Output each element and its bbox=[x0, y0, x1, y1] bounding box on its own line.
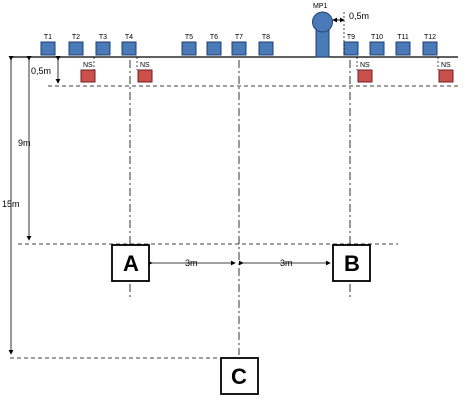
sensor-t12: T12 bbox=[422, 34, 438, 56]
sensor-box bbox=[395, 41, 411, 56]
ns-box-t4: NS bbox=[137, 62, 153, 83]
ns-label: NS bbox=[360, 62, 370, 69]
ns-box bbox=[137, 69, 153, 83]
ns-label: NS bbox=[83, 62, 93, 69]
sensor-box bbox=[95, 41, 111, 56]
ns-box bbox=[80, 69, 96, 83]
sensor-box bbox=[121, 41, 137, 56]
sensor-label: T1 bbox=[44, 34, 52, 41]
sensor-label: T12 bbox=[424, 34, 436, 41]
sensor-label: T7 bbox=[235, 34, 243, 41]
sensor-label: T2 bbox=[72, 34, 80, 41]
ns-boxes: NS NS NS NS bbox=[80, 62, 454, 83]
sensor-t3: T3 bbox=[95, 34, 111, 56]
ns-box bbox=[438, 69, 454, 83]
ns-box-t9: NS bbox=[357, 62, 373, 83]
sensor-t4: T4 bbox=[121, 34, 137, 56]
ns-box-t2: NS bbox=[80, 62, 96, 83]
point-c: C bbox=[220, 357, 259, 395]
dim-15m-label: 15m bbox=[2, 199, 20, 209]
point-b: B bbox=[332, 244, 371, 282]
dim-a-mid-label: 3m bbox=[185, 258, 198, 268]
mast-mp1: MP1 0,5m bbox=[312, 3, 369, 58]
sensor-label: T4 bbox=[125, 34, 133, 41]
sensor-box bbox=[258, 41, 274, 56]
point-a: A bbox=[111, 244, 150, 282]
ns-box bbox=[357, 69, 373, 83]
sensor-t6: T6 bbox=[206, 34, 222, 56]
point-a-label: A bbox=[123, 251, 139, 276]
mast-label: MP1 bbox=[313, 3, 328, 10]
point-c-label: C bbox=[231, 364, 247, 389]
sensor-label: T10 bbox=[371, 34, 383, 41]
ns-box-t12: NS bbox=[438, 62, 454, 83]
point-b-label: B bbox=[344, 251, 360, 276]
ns-label: NS bbox=[441, 62, 451, 69]
sensor-label: T8 bbox=[262, 34, 270, 41]
sensor-t7: T7 bbox=[231, 34, 247, 56]
sensor-box bbox=[422, 41, 438, 56]
mast-offset-label: 0,5m bbox=[349, 11, 369, 21]
sensor-label: T5 bbox=[185, 34, 193, 41]
sensor-label: T6 bbox=[210, 34, 218, 41]
sensor-t9: T9 bbox=[343, 34, 359, 56]
sensor-box bbox=[231, 41, 247, 56]
dim-offset-label: 0,5m bbox=[31, 66, 51, 76]
sensor-box bbox=[343, 41, 359, 56]
sensor-box bbox=[206, 41, 222, 56]
sensor-row: T1 T2 T3 T4 T5 T6 T7 T8 T9 T10 T11 T12 bbox=[40, 34, 438, 56]
sensor-t2: T2 bbox=[68, 34, 84, 56]
dim-mid-b-label: 3m bbox=[280, 258, 293, 268]
sensor-box bbox=[369, 41, 385, 56]
sensor-t11: T11 bbox=[395, 34, 411, 56]
sensor-box bbox=[40, 41, 56, 56]
sensor-t8: T8 bbox=[258, 34, 274, 56]
sensor-box bbox=[68, 41, 84, 56]
ns-label: NS bbox=[140, 62, 150, 69]
sensor-label: T9 bbox=[347, 34, 355, 41]
sensor-t1: T1 bbox=[40, 34, 56, 56]
sensor-t10: T10 bbox=[369, 34, 385, 56]
dim-9m-label: 9m bbox=[18, 138, 31, 148]
sensor-t5: T5 bbox=[181, 34, 197, 56]
sensor-label: T3 bbox=[99, 34, 107, 41]
sensor-label: T11 bbox=[397, 34, 409, 41]
sensor-box bbox=[181, 41, 197, 56]
